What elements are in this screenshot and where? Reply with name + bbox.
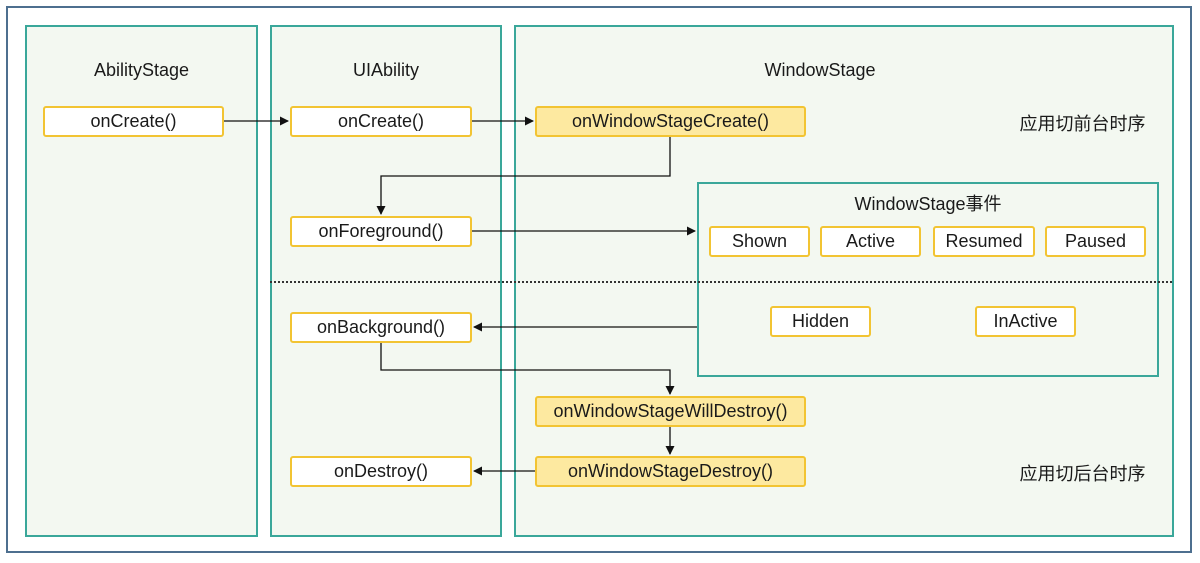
event-resumed: Resumed <box>933 226 1035 257</box>
window-stage-events-panel <box>697 182 1159 377</box>
lane-title-ability-stage: AbilityStage <box>93 60 190 80</box>
ability-stage-on-create: onCreate() <box>43 106 224 137</box>
ui-ability-on-foreground: onForeground() <box>290 216 472 247</box>
window-stage-will-destroy: onWindowStageWillDestroy() <box>535 396 806 427</box>
ui-ability-on-background: onBackground() <box>290 312 472 343</box>
lane-ability-stage <box>25 25 258 537</box>
ui-ability-on-create: onCreate() <box>290 106 472 137</box>
event-paused: Paused <box>1045 226 1146 257</box>
ui-ability-on-destroy: onDestroy() <box>290 456 472 487</box>
events-panel-title: WindowStage事件 <box>854 194 1002 214</box>
foreground-sequence-note: 应用切前台时序 <box>1019 114 1146 134</box>
lane-title-window-stage: WindowStage <box>764 60 876 80</box>
window-stage-create: onWindowStageCreate() <box>535 106 806 137</box>
window-stage-destroy: onWindowStageDestroy() <box>535 456 806 487</box>
background-sequence-note: 应用切后台时序 <box>1019 464 1146 484</box>
event-inactive: InActive <box>975 306 1076 337</box>
phase-divider <box>270 281 1172 283</box>
event-hidden: Hidden <box>770 306 871 337</box>
event-active: Active <box>820 226 921 257</box>
lane-title-ui-ability: UIAbility <box>352 60 419 80</box>
event-shown: Shown <box>709 226 810 257</box>
